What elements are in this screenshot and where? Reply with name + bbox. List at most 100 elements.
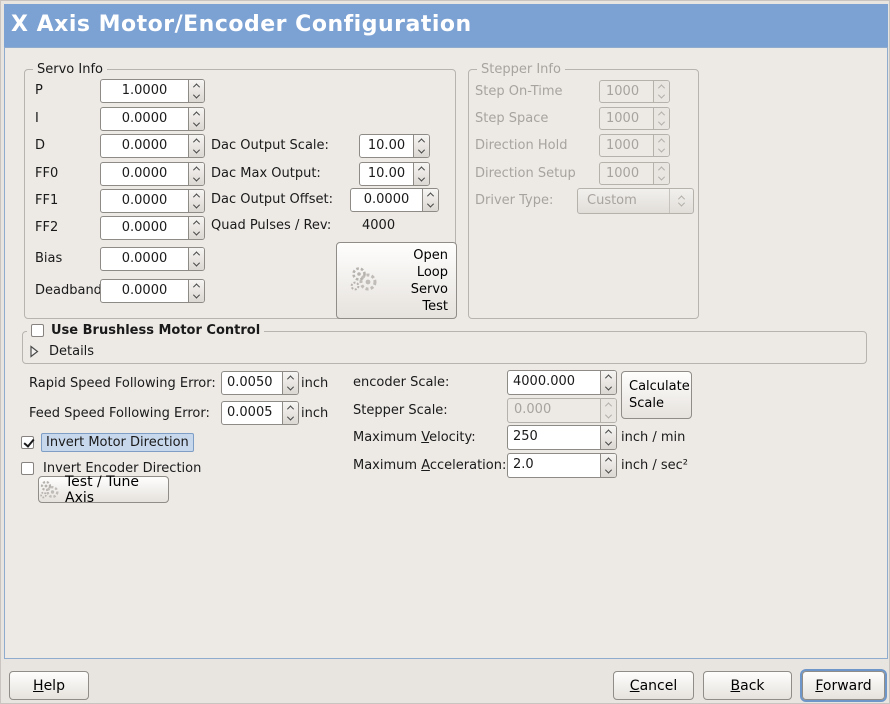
- spin-up-icon[interactable]: [189, 135, 204, 146]
- spin-down-icon[interactable]: [189, 119, 204, 130]
- spin-up-icon[interactable]: [601, 454, 616, 466]
- invert-encoder-checkbox[interactable]: [21, 461, 34, 475]
- driver-type-label: Driver Type:: [475, 193, 554, 208]
- spin-buttons[interactable]: [413, 135, 429, 157]
- test-tune-axis-label: Test / Tune Axis: [65, 473, 139, 506]
- spin-down-icon[interactable]: [601, 438, 616, 450]
- spin-down-icon[interactable]: [189, 201, 204, 212]
- spin-down-icon[interactable]: [189, 146, 204, 157]
- spinbox-value[interactable]: 0.0000: [121, 193, 168, 208]
- ff2-spinbox[interactable]: 0.0000: [100, 216, 205, 240]
- spin-up-icon[interactable]: [414, 163, 429, 174]
- spinbox-value[interactable]: 0.0000: [121, 283, 168, 298]
- spinbox-value[interactable]: 0.0005: [227, 405, 273, 420]
- spin-buttons[interactable]: [600, 371, 616, 394]
- encoder-scale-spinbox[interactable]: 4000.000: [507, 370, 617, 395]
- spin-down-icon[interactable]: [283, 413, 298, 424]
- spinbox-value[interactable]: 2.0: [513, 457, 534, 472]
- spinbox-value[interactable]: 0.0000: [121, 251, 168, 266]
- max-velocity-spinbox[interactable]: 250: [507, 425, 617, 450]
- spin-up-icon[interactable]: [189, 217, 204, 228]
- invert-motor-checkbox[interactable]: [21, 435, 34, 449]
- rapid-error-spinbox[interactable]: 0.0050: [221, 371, 299, 395]
- spin-down-icon[interactable]: [189, 259, 204, 270]
- spinbox-value[interactable]: 0.0050: [227, 375, 273, 390]
- spin-down-icon[interactable]: [189, 91, 204, 102]
- forward-button[interactable]: Forward: [802, 671, 885, 700]
- feed-error-spinbox[interactable]: 0.0005: [221, 401, 299, 425]
- spin-buttons[interactable]: [282, 402, 298, 424]
- spin-buttons[interactable]: [188, 190, 204, 212]
- spin-buttons[interactable]: [188, 135, 204, 157]
- calculate-scale-button[interactable]: Calculate Scale: [621, 371, 692, 419]
- spin-up-icon[interactable]: [189, 280, 204, 291]
- spin-buttons[interactable]: [188, 248, 204, 270]
- use-brushless-checkbox[interactable]: [31, 324, 44, 337]
- spin-down-icon[interactable]: [601, 466, 616, 478]
- max-acceleration-spinbox[interactable]: 2.0: [507, 453, 617, 478]
- spin-up-icon[interactable]: [414, 135, 429, 146]
- spin-up-icon[interactable]: [189, 190, 204, 201]
- spin-up-icon[interactable]: [423, 189, 438, 200]
- bias-spinbox[interactable]: 0.0000: [100, 247, 205, 271]
- p-spinbox[interactable]: 1.0000: [100, 79, 205, 103]
- spin-down-icon[interactable]: [414, 146, 429, 157]
- spin-down-icon[interactable]: [423, 200, 438, 211]
- spin-down-icon[interactable]: [189, 291, 204, 302]
- invert-motor-label[interactable]: Invert Motor Direction: [41, 432, 194, 452]
- spin-buttons[interactable]: [188, 108, 204, 130]
- d-spinbox[interactable]: 0.0000: [100, 134, 205, 158]
- spinbox-value[interactable]: 0.0000: [121, 138, 168, 153]
- spinbox-value[interactable]: 1.0000: [121, 83, 168, 98]
- spinbox-value[interactable]: 10.00: [367, 138, 406, 153]
- open-loop-servo-test-button[interactable]: Open Loop Servo Test: [336, 242, 457, 319]
- test-tune-axis-button[interactable]: Test / Tune Axis: [38, 473, 169, 506]
- spin-up-icon[interactable]: [189, 163, 204, 174]
- dac-max-output-spinbox[interactable]: 10.00: [359, 162, 430, 186]
- spinbox-value[interactable]: 0.0000: [121, 220, 168, 235]
- spinbox-value[interactable]: 10.00: [367, 166, 406, 181]
- servo-param-label-bias: Bias: [35, 251, 63, 266]
- invert-encoder-label[interactable]: Invert Encoder Direction: [43, 460, 202, 476]
- dac-output-offset-spinbox[interactable]: 0.0000: [350, 188, 439, 212]
- spin-up-icon[interactable]: [283, 402, 298, 413]
- spin-down-icon[interactable]: [414, 174, 429, 185]
- expander-triangle-icon[interactable]: [29, 345, 39, 358]
- spin-up-icon[interactable]: [601, 426, 616, 438]
- spinbox-value[interactable]: 0.0000: [121, 111, 168, 126]
- dac-output-scale-spinbox[interactable]: 10.00: [359, 134, 430, 158]
- deadband-spinbox[interactable]: 0.0000: [100, 279, 205, 303]
- spin-buttons[interactable]: [188, 163, 204, 185]
- details-expander[interactable]: Details: [29, 344, 94, 359]
- spin-up-icon[interactable]: [189, 248, 204, 259]
- cancel-button[interactable]: Cancel: [613, 671, 694, 700]
- spin-buttons[interactable]: [282, 372, 298, 394]
- spin-buttons[interactable]: [188, 217, 204, 239]
- spin-up-icon[interactable]: [283, 372, 298, 383]
- spin-buttons[interactable]: [422, 189, 438, 211]
- spinbox-value[interactable]: 250: [513, 429, 538, 444]
- spin-up-icon[interactable]: [189, 80, 204, 91]
- open-loop-button-label: Open Loop Servo Test: [393, 247, 456, 315]
- spin-down-icon[interactable]: [189, 174, 204, 185]
- spin-down-icon[interactable]: [189, 228, 204, 239]
- direction-setup-spinbox: 1000: [599, 162, 670, 185]
- back-button[interactable]: Back: [703, 671, 792, 700]
- spinbox-value[interactable]: 0.0000: [363, 192, 410, 207]
- ff1-spinbox[interactable]: 0.0000: [100, 189, 205, 213]
- spin-buttons[interactable]: [413, 163, 429, 185]
- open-loop-line: Open: [413, 247, 448, 263]
- spin-down-icon[interactable]: [601, 383, 616, 395]
- spin-up-icon[interactable]: [601, 371, 616, 383]
- spin-up-icon[interactable]: [189, 108, 204, 119]
- spinbox-value[interactable]: 0.0000: [121, 166, 168, 181]
- spin-down-icon[interactable]: [283, 383, 298, 394]
- ff0-spinbox[interactable]: 0.0000: [100, 162, 205, 186]
- help-button[interactable]: Help: [9, 671, 89, 700]
- spin-buttons[interactable]: [600, 426, 616, 449]
- spinbox-value[interactable]: 4000.000: [513, 374, 576, 389]
- spin-buttons[interactable]: [188, 280, 204, 302]
- spin-buttons[interactable]: [600, 454, 616, 477]
- spin-buttons[interactable]: [188, 80, 204, 102]
- i-spinbox[interactable]: 0.0000: [100, 107, 205, 131]
